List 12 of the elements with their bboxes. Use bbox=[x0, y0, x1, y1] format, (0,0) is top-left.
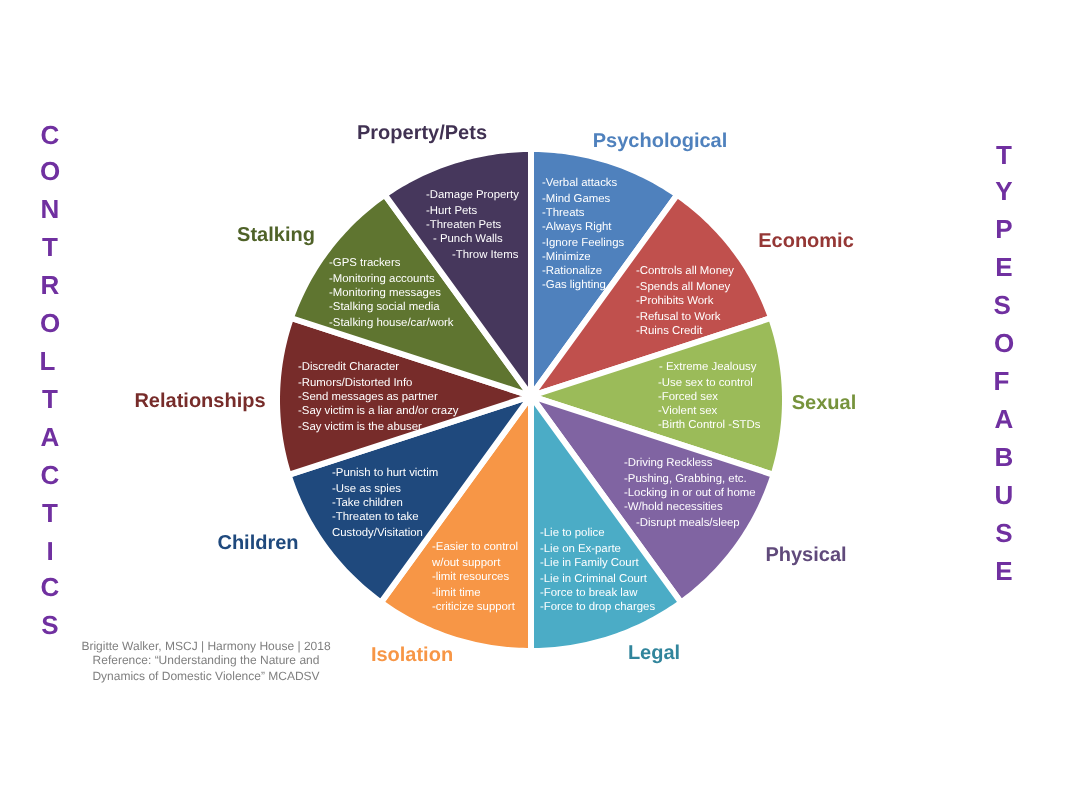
vertical-title: TYPES OF ABUSE bbox=[993, 137, 1015, 590]
category-heading: Physical bbox=[765, 545, 847, 567]
category-heading: Children bbox=[217, 533, 299, 555]
category-heading: Stalking bbox=[237, 225, 315, 247]
category-heading: Legal bbox=[627, 643, 681, 665]
category-heading: Sexual bbox=[791, 393, 857, 415]
category-heading: Relationships bbox=[134, 391, 266, 413]
category-heading: Isolation bbox=[370, 645, 454, 667]
category-heading: Economic bbox=[758, 231, 854, 253]
vertical-title: CONTROL TACTICS bbox=[39, 117, 61, 645]
category-heading: Property/Pets bbox=[356, 123, 488, 145]
category-heading: Psychological bbox=[592, 130, 728, 152]
